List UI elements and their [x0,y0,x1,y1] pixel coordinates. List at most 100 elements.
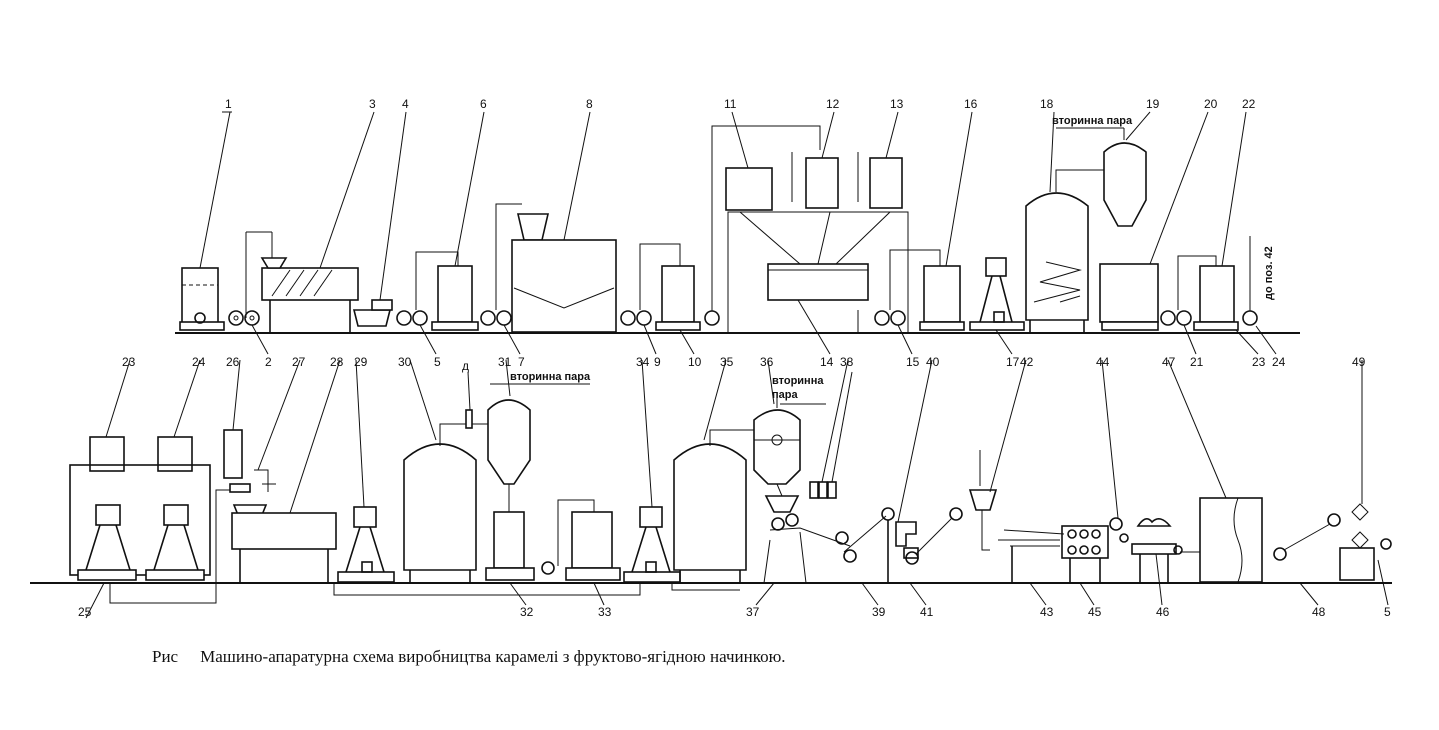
label-35: 35 [720,355,734,369]
equipment-46-cutting-machine [1131,518,1183,606]
label-41: 41 [920,605,934,619]
pump-15 [857,310,913,355]
label-30: 30 [398,355,412,369]
note-to-position-42: до поз. 42 [1263,246,1275,300]
equipment-36-vacuum-apparatus [753,359,826,513]
equipment-11-14-dosing-station [711,111,909,355]
equipment-8-dissolver [511,111,617,333]
note-secondary-steam-1: вторинна пара [1052,115,1133,127]
pump-9 [620,310,657,355]
equipment-47-cooling-cabinet [1167,359,1263,583]
label-8: 8 [586,97,593,111]
label-3: 3 [369,97,376,111]
label-5-right: 5 [1384,605,1391,619]
equipment-17-pump-unit [969,257,1025,355]
row2-top-labels: 23 24 26 27 28 29 30 д 31 34 35 36 38 40… [122,355,1366,373]
label-20: 20 [1204,97,1218,111]
label-15: 15 [906,355,920,369]
equipment-4-bath [352,111,407,327]
label-32: 32 [520,605,534,619]
label-17: 17 [1006,355,1020,369]
label-7: 7 [518,355,525,369]
label-14: 14 [820,355,834,369]
caption-prefix: Рис [152,647,179,666]
label-25: 25 [78,605,92,619]
equipment-39-40-drawing-machine [835,359,933,606]
label-29: 29 [354,355,368,369]
equipment-41-43-conveyor-and-forming [905,359,1065,606]
label-9: 9 [654,355,661,369]
pump-5 [396,310,437,355]
row1-top-labels: 1 3 4 6 8 11 12 13 16 18 19 20 22 [225,97,1256,111]
label-2: 2 [265,355,272,369]
row2-bottom-labels: 25 32 33 37 39 41 43 45 46 48 5 [78,605,1391,619]
equipment-35-cooker [671,359,770,591]
label-37: 37 [746,605,760,619]
label-24-top: 24 [1272,355,1286,369]
label-d: д [462,359,469,373]
pump-21 [1160,310,1197,355]
label-1: 1 [225,97,232,111]
pump-2 [228,310,269,355]
equipment-30-cooker [333,359,641,596]
label-28: 28 [330,355,344,369]
label-21: 21 [1190,355,1204,369]
equipment-38-dosers [809,359,853,499]
label-48: 48 [1312,605,1326,619]
label-46: 46 [1156,605,1170,619]
equipment-22-tank [1177,111,1277,355]
label-34: 34 [636,355,650,369]
note-secondary-steam-3b: пара [772,389,798,401]
label-23: 23 [122,355,136,369]
equipment-31-separator [465,359,590,512]
label-45: 45 [1088,605,1102,619]
label-27: 27 [292,355,306,369]
label-43: 43 [1040,605,1054,619]
label-38: 38 [840,355,854,369]
label-6: 6 [480,97,487,111]
equipment-18-cooker [1025,111,1124,333]
equipment-44-45-rolling-machine [1061,359,1129,606]
equipment-34-pump-unit [623,359,681,583]
caption-text: Машино-апаратурна схема виробництва кара… [200,647,786,666]
label-23-top: 23 [1252,355,1266,369]
pump-7 [480,203,522,355]
process-notes: вторинна пара вторинна пара вторинна пар… [510,115,1275,401]
equipment-48-49-conveyor [1273,360,1392,606]
label-26: 26 [226,355,240,369]
label-5: 5 [434,355,441,369]
row1-bottom-labels: 2 5 7 9 10 14 15 17 21 23 24 [265,355,1286,369]
label-49: 49 [1352,355,1366,369]
label-16: 16 [964,97,978,111]
equipment-6-tank [415,111,485,331]
label-19: 19 [1146,97,1160,111]
equipment-flow-diagram: 1 3 4 6 8 11 12 13 16 18 19 20 22 2 5 7 … [30,97,1392,619]
equipment-23-24-feeders [69,359,230,619]
label-39: 39 [872,605,886,619]
equipment-32-tank [485,511,535,606]
label-11: 11 [724,97,737,111]
equipment-26-27-28-mixer [223,359,341,583]
label-4: 4 [402,97,409,111]
equipment-10-tank [639,243,720,355]
label-47: 47 [1162,355,1176,369]
label-44: 44 [1096,355,1110,369]
note-secondary-steam-3a: вторинна [772,375,824,387]
label-13: 13 [890,97,904,111]
label-12: 12 [826,97,840,111]
label-36: 36 [760,355,774,369]
equipment-37-cooling-machine [755,513,851,606]
equipment-29-pump-unit [337,359,395,583]
equipment-16-tank [889,111,973,331]
equipment-20-tank [1099,111,1209,331]
equipment-33-tank [541,499,621,606]
equipment-3-screw-mixer [245,111,375,333]
label-33: 33 [598,605,612,619]
figure-caption: Рис Машино-апаратурна схема виробництва к… [152,647,808,667]
label-22: 22 [1242,97,1256,111]
label-31: 31 [498,355,512,369]
label-10: 10 [688,355,702,369]
label-24: 24 [192,355,206,369]
label-40: 40 [926,355,940,369]
label-18: 18 [1040,97,1054,111]
